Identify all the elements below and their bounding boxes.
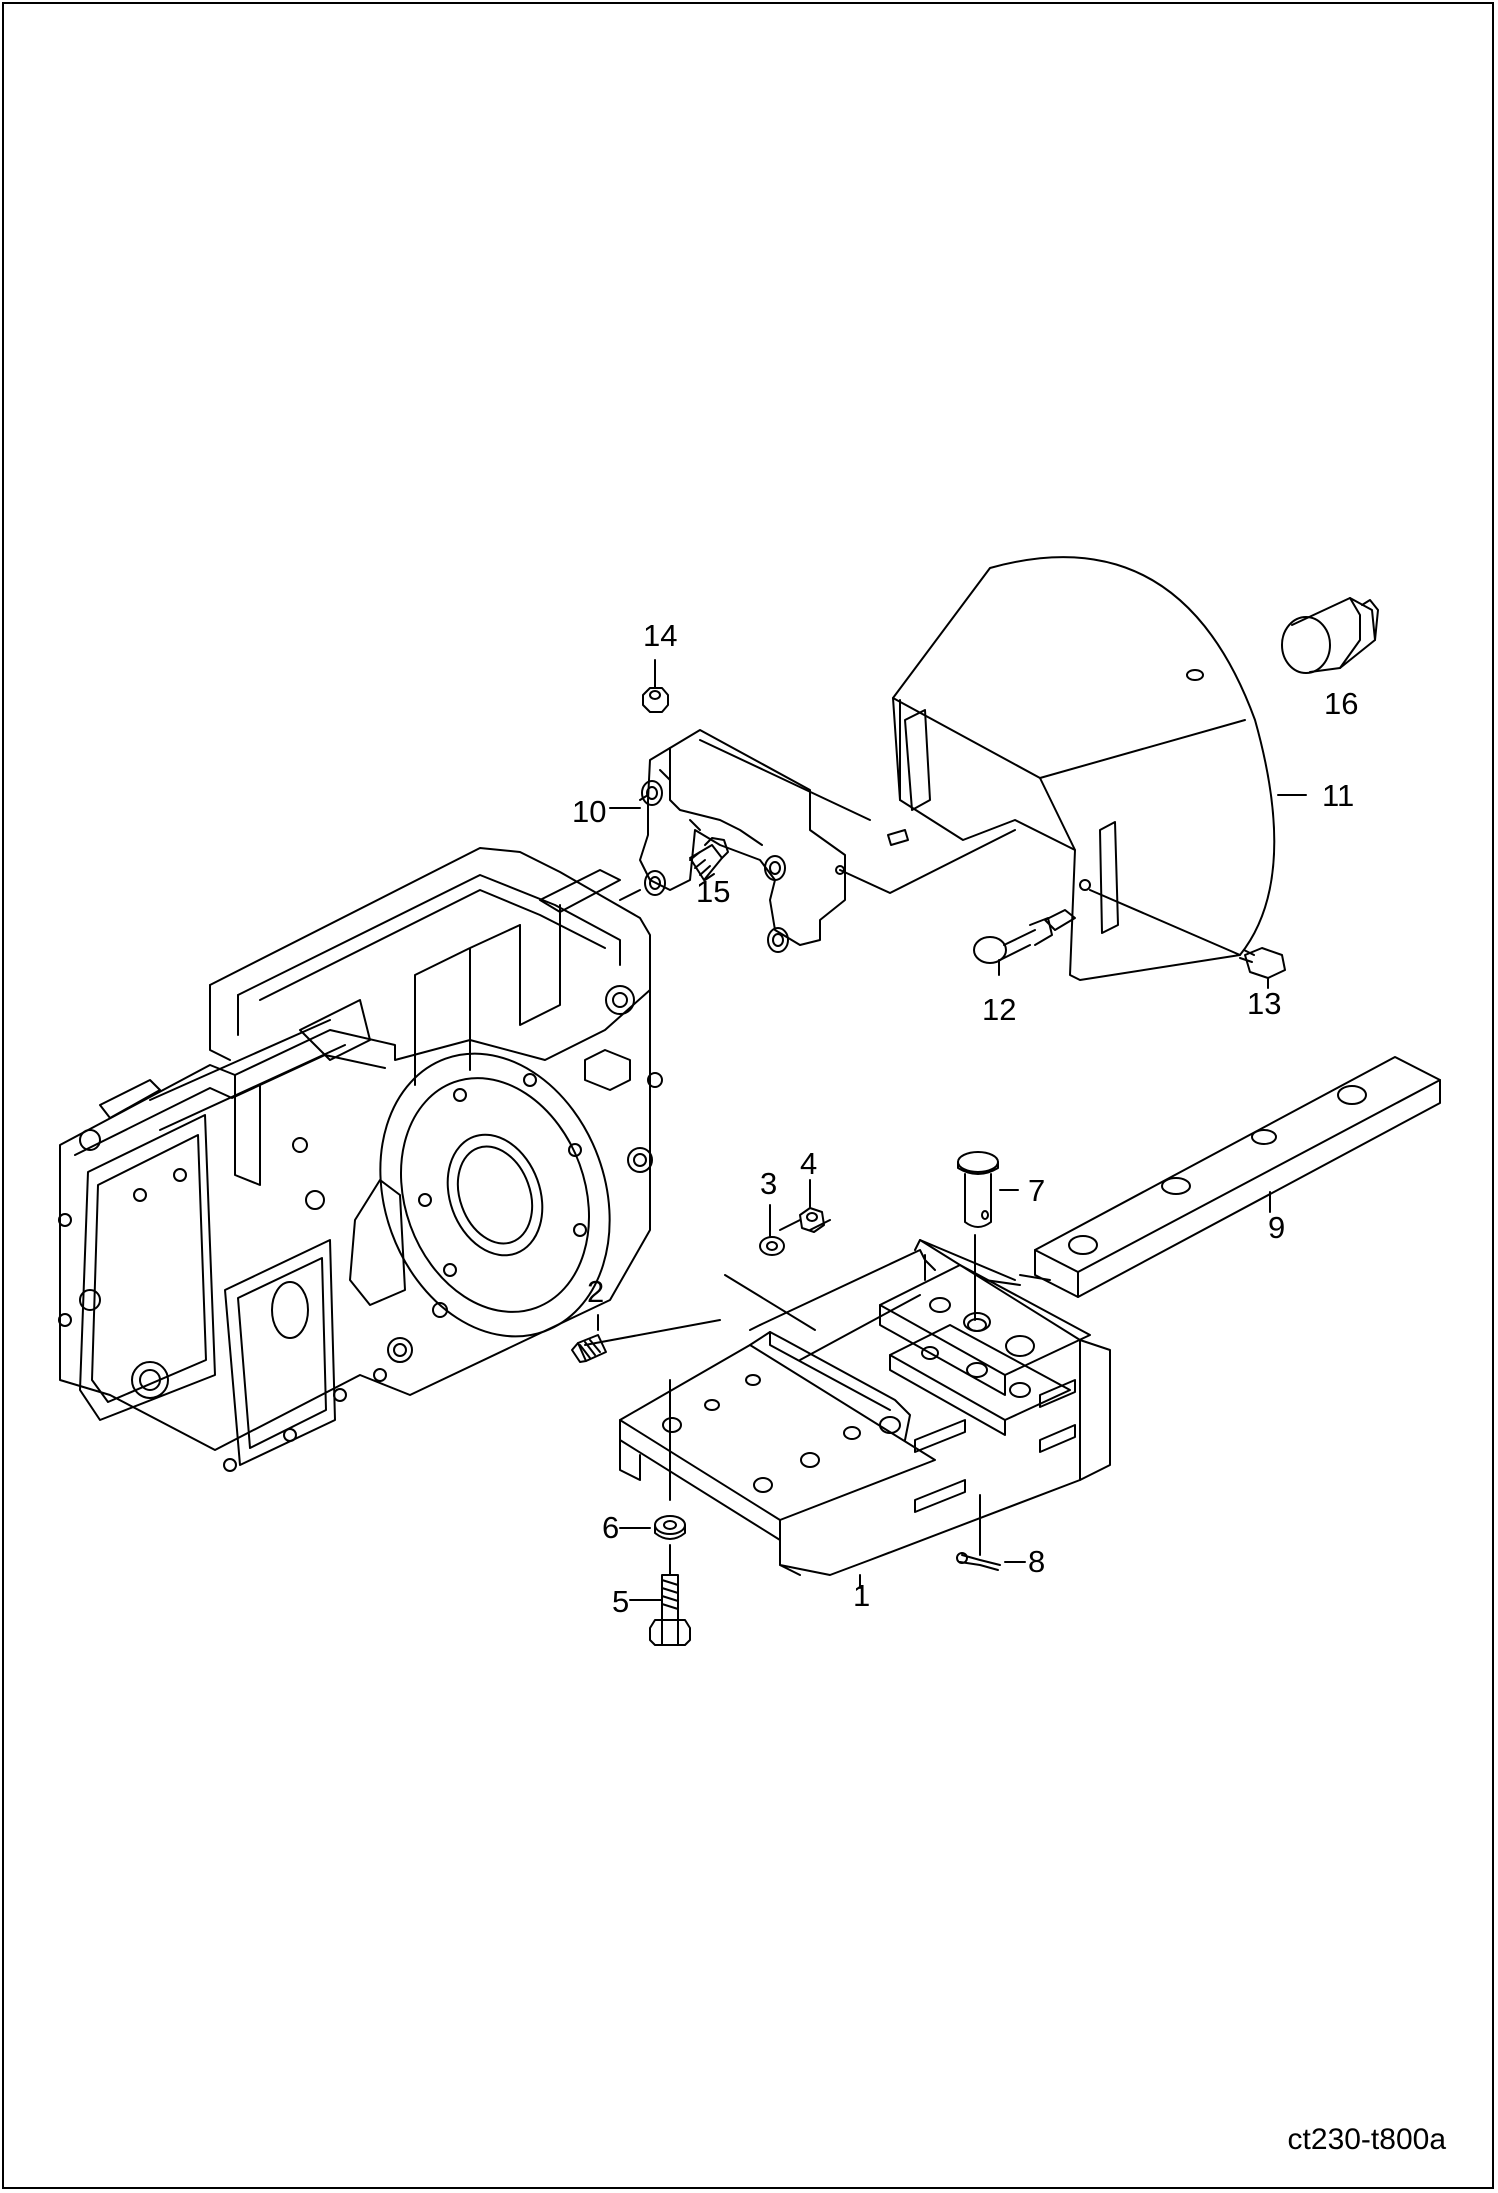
callout-1: 1 bbox=[853, 1578, 871, 1613]
callout-4: 4 bbox=[800, 1146, 818, 1181]
part-12-knob bbox=[973, 917, 1053, 964]
part-7-pin bbox=[957, 1151, 999, 1228]
callout-leaders bbox=[597, 659, 1307, 1601]
callout-12: 12 bbox=[982, 992, 1017, 1027]
callout-7: 7 bbox=[1028, 1173, 1046, 1208]
part-13-bolt bbox=[1089, 889, 1286, 979]
part-1-drawbar-bracket bbox=[584, 1219, 1111, 1576]
callout-5: 5 bbox=[612, 1584, 630, 1619]
part-10-bracket-plate bbox=[619, 729, 1016, 953]
transmission-housing bbox=[58, 847, 663, 1472]
callout-3: 3 bbox=[760, 1166, 778, 1201]
part-5-bolt bbox=[649, 1544, 691, 1646]
part-16-cap bbox=[1281, 597, 1379, 674]
callout-2: 2 bbox=[587, 1274, 605, 1309]
part-11-pto-cover bbox=[887, 556, 1276, 981]
callout-13: 13 bbox=[1247, 986, 1282, 1021]
callout-14: 14 bbox=[643, 618, 678, 653]
callout-6: 6 bbox=[602, 1510, 620, 1545]
part-9-drawbar bbox=[1034, 1056, 1441, 1298]
callout-11: 11 bbox=[1322, 778, 1355, 813]
callout-8: 8 bbox=[1028, 1544, 1046, 1579]
callout-15: 15 bbox=[696, 874, 731, 909]
callout-9: 9 bbox=[1268, 1210, 1286, 1245]
callout-10: 10 bbox=[572, 794, 607, 829]
part-6-washer bbox=[654, 1515, 686, 1540]
part-8-cotter-pin bbox=[956, 1552, 1001, 1571]
callout-16: 16 bbox=[1324, 686, 1359, 721]
part-15-bolt bbox=[689, 837, 729, 881]
part-2-stud bbox=[571, 1334, 607, 1363]
part-14-nut bbox=[642, 687, 669, 713]
figure-code: ct230-t800a bbox=[1287, 2123, 1446, 2156]
part-3-washer bbox=[759, 1236, 785, 1256]
